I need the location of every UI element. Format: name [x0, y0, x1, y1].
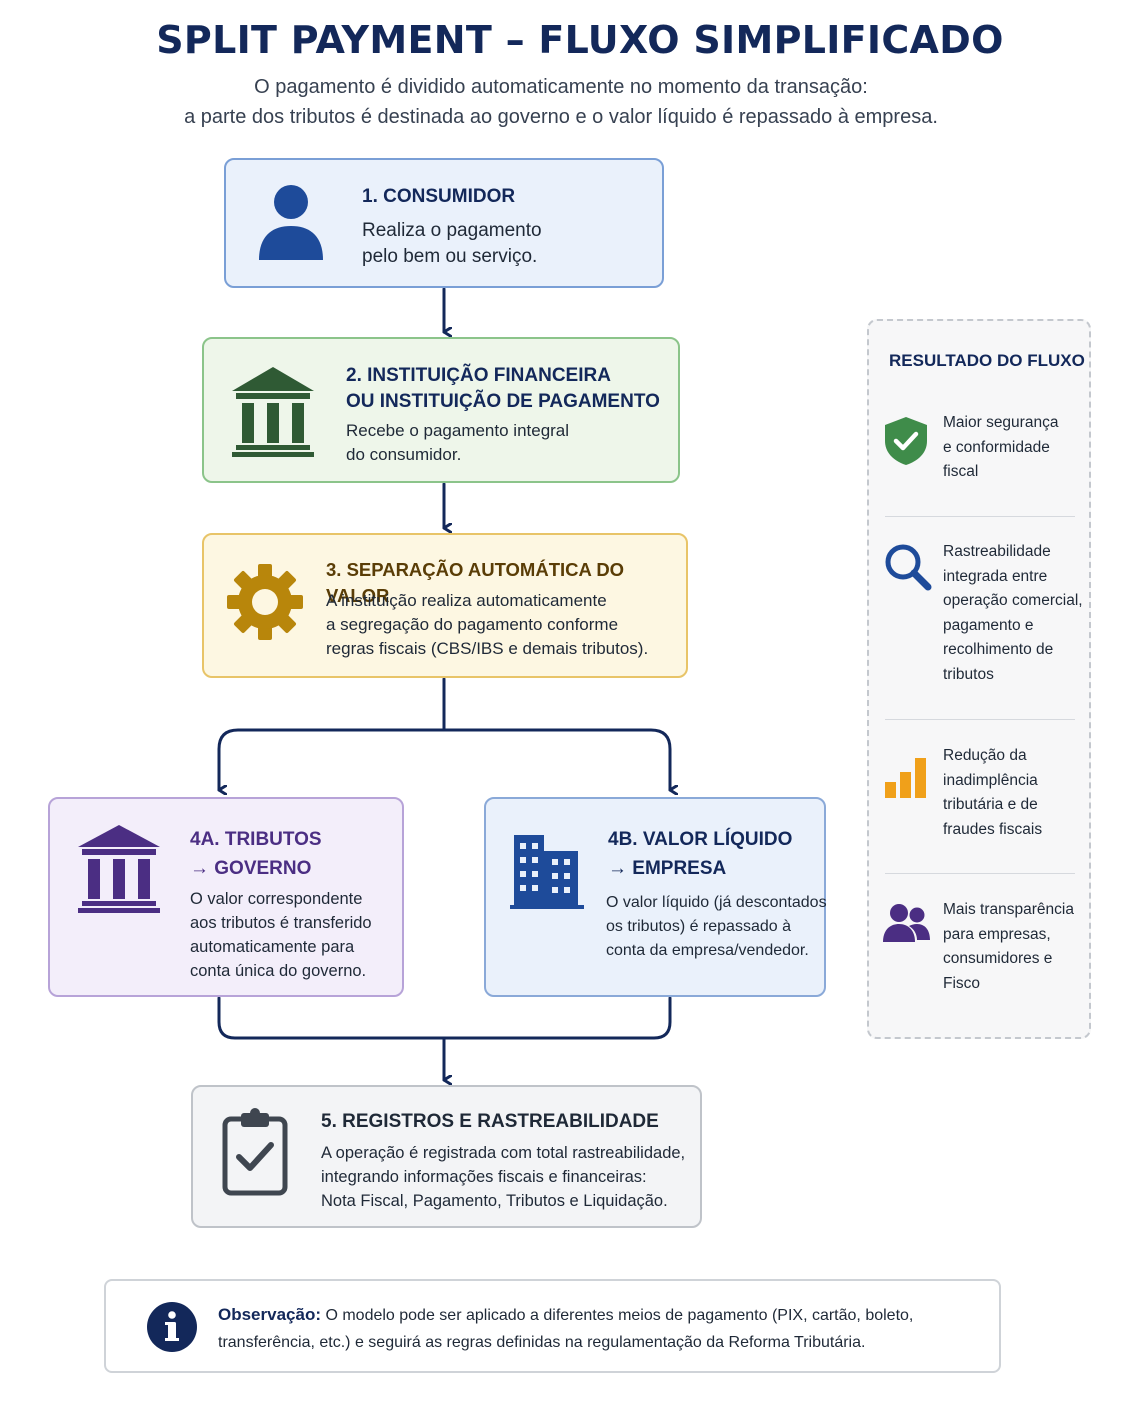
result-item-inadimplencia: Redução da inadimplência tributária e de…	[869, 744, 1089, 844]
observation-note: Observação: O modelo pode ser aplicado a…	[104, 1279, 1001, 1373]
step-instituicao-desc: Recebe o pagamento integral do consumido…	[346, 421, 570, 464]
person-icon	[259, 185, 323, 260]
step-separacao-desc: A instituição realiza automaticamente a …	[326, 591, 649, 658]
result-panel: RESULTADO DO FLUXO Maior segurança e con…	[867, 319, 1091, 1039]
step-valor-liquido: 4B. VALOR LÍQUIDO → EMPRESA O valor líqu…	[484, 797, 827, 997]
arrow-3-to-4b	[442, 728, 670, 790]
step-instituicao: 2. INSTITUIÇÃO FINANCEIRA OU INSTITUIÇÃO…	[202, 337, 680, 483]
result-divider	[885, 873, 1075, 874]
result-divider	[885, 719, 1075, 720]
result-item-transparencia-text: Mais transparência para empresas, consum…	[943, 901, 1074, 992]
step-tributos-title: 4A. TRIBUTOS → GOVERNO	[190, 829, 322, 879]
result-divider	[885, 516, 1075, 517]
step-registros: 5. REGISTROS E RASTREABILIDADE A operaçã…	[191, 1085, 702, 1228]
arrow-3-to-4a	[217, 728, 446, 790]
step-consumidor: 1. CONSUMIDOR Realiza o pagamento pelo b…	[224, 158, 664, 288]
page-title: SPLIT PAYMENT – FLUXO SIMPLIFICADO	[156, 18, 1004, 62]
observation-label: Observação:	[218, 1305, 321, 1324]
info-icon	[147, 1302, 197, 1352]
step-registros-title: 5. REGISTROS E RASTREABILIDADE	[321, 1111, 659, 1132]
government-icon	[78, 825, 160, 913]
merge-from-4a	[217, 996, 446, 1040]
result-panel-title: RESULTADO DO FLUXO	[889, 351, 1085, 370]
result-item-inadimplencia-text: Redução da inadimplência tributária e de…	[943, 747, 1043, 838]
shield-check-icon	[885, 417, 927, 465]
step-tributos: 4A. TRIBUTOS → GOVERNO O valor correspon…	[48, 797, 404, 997]
step-valor-liquido-title: 4B. VALOR LÍQUIDO → EMPRESA	[608, 829, 793, 879]
merge-from-4b	[442, 996, 672, 1040]
result-item-seguranca-text: Maior segurança e conformidade fiscal	[943, 414, 1059, 480]
step-separacao: 3. SEPARAÇÃO AUTOMÁTICA DO VALOR A insti…	[202, 533, 688, 678]
step-tributos-desc: O valor correspondente aos tributos é tr…	[190, 890, 372, 980]
result-item-seguranca: Maior segurança e conformidade fiscal	[869, 411, 1089, 501]
clipboard-check-icon	[222, 1108, 288, 1196]
page-subtitle-line-1: O pagamento é dividido automaticamente n…	[254, 76, 868, 98]
bank-icon	[232, 367, 314, 457]
people-icon	[883, 904, 930, 942]
step-registros-desc: A operação é registrada com total rastre…	[321, 1144, 686, 1210]
observation-text: Observação: O modelo pode ser aplicado a…	[218, 1305, 914, 1351]
step-consumidor-desc: Realiza o pagamento pelo bem ou serviço.	[362, 220, 542, 267]
result-item-rastreabilidade-text: Rastreabilidade integrada entre operação…	[943, 543, 1083, 683]
building-icon	[510, 835, 584, 909]
result-item-rastreabilidade: Rastreabilidade integrada entre operação…	[869, 540, 1089, 700]
magnifier-icon	[885, 544, 932, 591]
step-consumidor-title: 1. CONSUMIDOR	[362, 186, 516, 207]
step-separacao-title: 3. SEPARAÇÃO AUTOMÁTICA DO VALOR	[326, 559, 625, 606]
bar-chart-icon	[885, 758, 926, 798]
gear-icon	[227, 564, 303, 640]
result-item-transparencia: Mais transparência para empresas, consum…	[869, 898, 1089, 998]
page-subtitle-line-2: a parte dos tributos é destinada ao gove…	[184, 106, 938, 128]
step-valor-liquido-desc: O valor líquido (já descontados os tribu…	[606, 894, 827, 959]
step-instituicao-title: 2. INSTITUIÇÃO FINANCEIRA OU INSTITUIÇÃO…	[346, 365, 660, 412]
